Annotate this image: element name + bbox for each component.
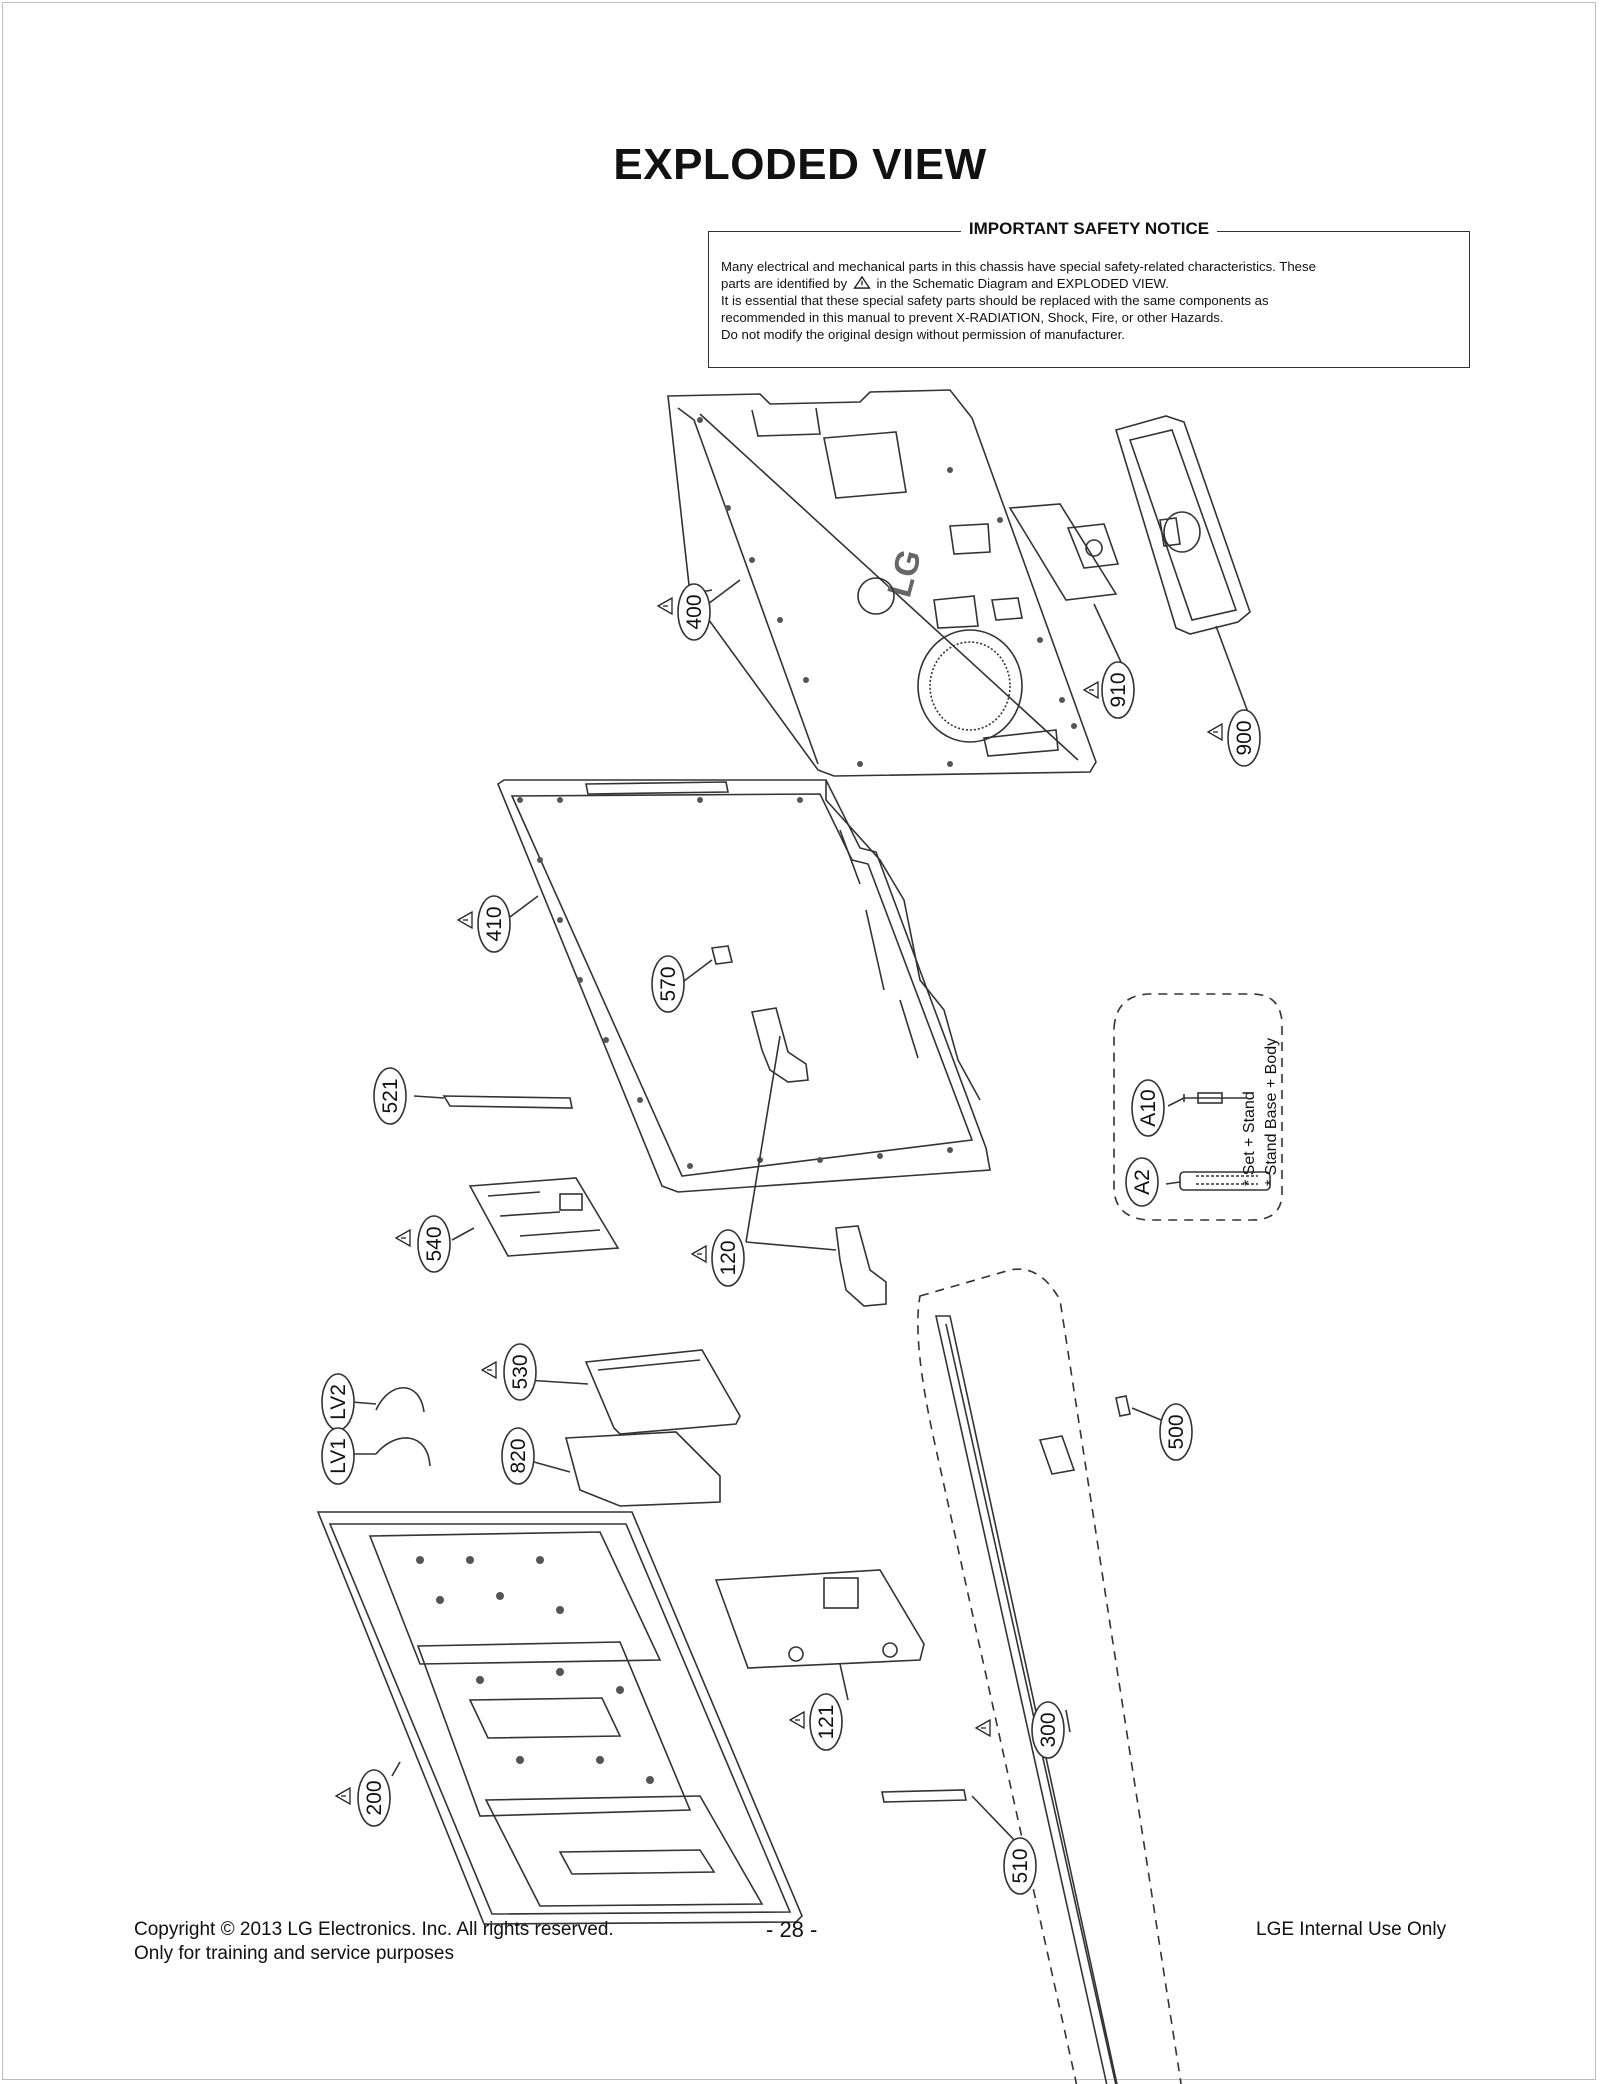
power-supply-part xyxy=(584,1349,741,1435)
stand-bracket-part xyxy=(1008,503,1120,601)
svg-text:820: 820 xyxy=(507,1438,530,1473)
svg-text:400: 400 xyxy=(683,594,706,629)
remote-control xyxy=(1179,1171,1271,1191)
note-set-stand: * Set + Stand xyxy=(1241,1091,1258,1186)
warning-triangle-icon xyxy=(657,597,673,615)
warning-triangle-icon xyxy=(1207,723,1223,741)
callout-400: 400 xyxy=(677,583,711,641)
callout-A2: A2 xyxy=(1125,1157,1159,1207)
svg-text:521: 521 xyxy=(379,1078,402,1113)
speaker-box-part xyxy=(714,1569,925,1669)
callout-530: 530 xyxy=(503,1343,537,1401)
safety-notice-heading: IMPORTANT SAFETY NOTICE xyxy=(960,219,1218,238)
bezel-dashed-outline xyxy=(917,1268,1182,2084)
svg-text:LV2: LV2 xyxy=(327,1384,350,1420)
callout-500: 500 xyxy=(1159,1403,1193,1461)
front-cabinet-part xyxy=(497,779,991,1193)
main-board-part xyxy=(468,1177,620,1257)
bracket-521-part xyxy=(442,1095,573,1109)
svg-text:410: 410 xyxy=(483,906,506,941)
svg-text:300: 300 xyxy=(1037,1712,1060,1747)
callout-LV2: LV2 xyxy=(321,1373,355,1431)
svg-text:570: 570 xyxy=(657,966,680,1001)
back-cover-part: LG xyxy=(667,389,1097,777)
lvds-cable-1 xyxy=(375,1437,431,1467)
purpose-text: Only for training and service purposes xyxy=(134,1943,454,1964)
callout-120: 120 xyxy=(711,1229,745,1287)
svg-text:A2: A2 xyxy=(1131,1169,1154,1195)
svg-text:510: 510 xyxy=(1009,1848,1032,1883)
stand-part xyxy=(1114,415,1251,635)
svg-text:120: 120 xyxy=(717,1240,740,1275)
callout-200: 200 xyxy=(357,1769,391,1827)
lvds-cable-2 xyxy=(375,1386,425,1413)
callout-A10: A10 xyxy=(1131,1079,1165,1137)
callout-510: 510 xyxy=(1003,1837,1037,1895)
warning-triangle-icon xyxy=(975,1719,991,1737)
svg-text:200: 200 xyxy=(363,1780,386,1815)
svg-text:121: 121 xyxy=(815,1704,838,1739)
notice-line-1: Many electrical and mechanical parts in … xyxy=(721,259,1316,274)
callout-540: 540 xyxy=(417,1215,451,1273)
callout-820: 820 xyxy=(501,1427,535,1485)
bottom-bezel-part xyxy=(935,1315,1118,2084)
safety-notice-body: Many electrical and mechanical parts in … xyxy=(721,258,1457,343)
notice-line-3: It is essential that these special safet… xyxy=(721,293,1269,308)
svg-text:910: 910 xyxy=(1107,672,1130,707)
page-number: - 28 - xyxy=(766,1917,818,1942)
callout-410: 410 xyxy=(477,895,511,953)
insulator-sheet-part xyxy=(564,1431,721,1507)
callout-570: 570 xyxy=(651,955,685,1013)
internal-use-label: LGE Internal Use Only xyxy=(1256,1919,1447,1940)
leader-lines xyxy=(351,579,1257,1845)
warning-triangle-icon xyxy=(335,1787,351,1805)
copyright-text: Copyright © 2013 LG Electronics. Inc. Al… xyxy=(134,1919,614,1940)
callout-900: 900 xyxy=(1227,709,1261,767)
warning-triangle-icon xyxy=(481,1361,497,1379)
footer-left: Copyright © 2013 LG Electronics. Inc. Al… xyxy=(134,1918,614,1966)
callout-121: 121 xyxy=(809,1693,843,1751)
warning-triangle-icon xyxy=(789,1711,805,1729)
svg-text:A10: A10 xyxy=(1137,1089,1160,1126)
notice-line-4: recommended in this manual to prevent X-… xyxy=(721,310,1224,325)
bracket-510-part xyxy=(881,1789,967,1803)
notice-line-5: Do not modify the original design withou… xyxy=(721,327,1125,342)
svg-text:LV1: LV1 xyxy=(327,1438,350,1474)
warning-triangle-icon xyxy=(691,1245,707,1263)
warning-triangle-icon xyxy=(853,276,871,289)
lg-logo: LG xyxy=(880,546,929,601)
small-bracket-part xyxy=(711,945,733,965)
callout-300: 300 xyxy=(1031,1701,1065,1759)
safety-notice-box: IMPORTANT SAFETY NOTICE Many electrical … xyxy=(708,219,1470,368)
accessory-notes: * Set + Stand * Stand Base + Body xyxy=(1241,1038,1280,1186)
warning-triangle-icon xyxy=(457,911,473,929)
svg-text:900: 900 xyxy=(1233,720,1256,755)
svg-text:530: 530 xyxy=(509,1354,532,1389)
safety-warning-marks xyxy=(335,597,1223,1805)
notice-line-2: parts are identified by in the Schematic… xyxy=(721,276,1169,291)
svg-text:540: 540 xyxy=(423,1226,446,1261)
callout-LV1: LV1 xyxy=(321,1427,355,1485)
callout-910: 910 xyxy=(1101,661,1135,719)
accessory-screw xyxy=(1183,1092,1246,1104)
page-title: EXPLODED VIEW xyxy=(613,140,987,189)
speaker-part xyxy=(751,1007,887,1307)
warning-triangle-icon xyxy=(395,1229,411,1247)
small-clip-500-part xyxy=(1115,1395,1131,1417)
lcd-module-part xyxy=(316,1511,803,1925)
svg-text:500: 500 xyxy=(1165,1414,1188,1449)
note-stand-base-body: * Stand Base + Body xyxy=(1263,1038,1280,1186)
callout-521: 521 xyxy=(373,1067,407,1125)
warning-triangle-icon xyxy=(1083,681,1099,699)
